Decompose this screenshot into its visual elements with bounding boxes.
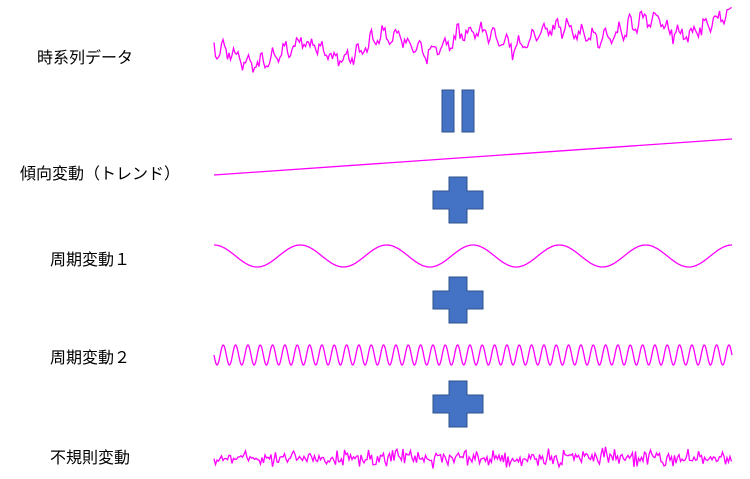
label-periodic-1: 周期変動１ bbox=[50, 250, 131, 269]
label-periodic-2: 周期変動２ bbox=[50, 348, 131, 367]
label-irregular: 不規則変動 bbox=[50, 448, 131, 467]
periodic-wave-2 bbox=[213, 344, 733, 366]
trend-line bbox=[213, 138, 733, 176]
plus-icon bbox=[432, 380, 484, 428]
periodic-wave-1 bbox=[214, 244, 732, 268]
equals-icon bbox=[441, 89, 475, 133]
irregular-wave bbox=[213, 446, 733, 469]
label-trend: 傾向変動（トレンド） bbox=[20, 164, 181, 183]
plus-icon bbox=[432, 176, 484, 224]
time-series-wave bbox=[213, 6, 732, 73]
plus-icon bbox=[432, 276, 484, 324]
label-time-series: 時系列データ bbox=[37, 48, 134, 67]
